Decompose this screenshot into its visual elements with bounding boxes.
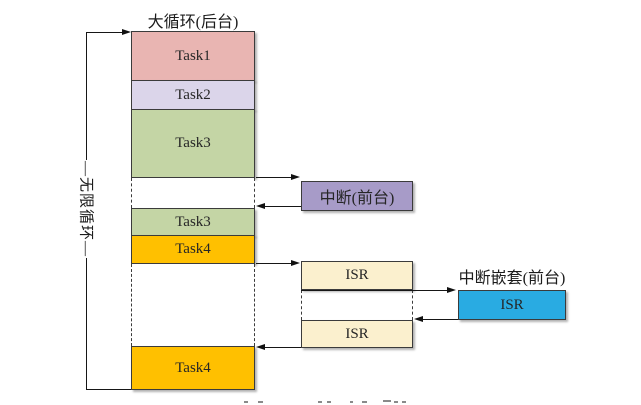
loop-top-arrowhead-icon bbox=[122, 29, 131, 35]
task3-to-interrupt-arrowhead-icon bbox=[291, 174, 300, 180]
task3-resumed-label: Task3 bbox=[175, 213, 211, 230]
nested-return-arrowhead-icon bbox=[414, 316, 423, 322]
nested-isr-box: ISR bbox=[458, 290, 566, 320]
task3-box: Task3 bbox=[131, 109, 255, 178]
task4-resumed-label: Task4 bbox=[175, 359, 211, 376]
task1-label: Task1 bbox=[175, 47, 211, 64]
isr-gap-right-dash bbox=[412, 290, 413, 320]
task4-resumed-box: Task4 bbox=[131, 346, 255, 390]
isr2-box: ISR bbox=[301, 320, 413, 348]
nested-isr-label: ISR bbox=[500, 296, 524, 313]
isr-to-nested-line bbox=[301, 290, 448, 291]
isr-return-arrowhead-icon bbox=[256, 344, 265, 350]
isr-to-nested-arrowhead-icon bbox=[447, 287, 456, 293]
interrupt-return-line bbox=[264, 206, 301, 207]
nested-interrupt-title: 中断嵌套(前台) bbox=[458, 270, 566, 287]
task3-to-interrupt-line bbox=[256, 177, 292, 178]
task2-box: Task2 bbox=[131, 80, 255, 110]
interrupt-foreground-box: 中断(前台) bbox=[301, 181, 413, 211]
interrupt-return-arrowhead-icon bbox=[256, 203, 265, 209]
loop-bottom-line bbox=[86, 389, 132, 390]
interrupt-foreground-label: 中断(前台) bbox=[319, 190, 395, 207]
task3-resumed-box: Task3 bbox=[131, 208, 255, 236]
task4-to-isr-arrowhead-icon bbox=[291, 260, 300, 266]
column-suspended-gap-2 bbox=[131, 264, 255, 346]
infinite-loop-label: —无限循环— bbox=[76, 159, 98, 259]
task1-box: Task1 bbox=[131, 31, 255, 81]
task4-box: Task4 bbox=[131, 235, 255, 264]
isr2-label: ISR bbox=[345, 325, 369, 342]
big-loop-title: 大循环(后台) bbox=[147, 14, 239, 31]
isr1-label: ISR bbox=[345, 267, 369, 283]
isr1-box: ISR bbox=[301, 261, 413, 290]
task3-label: Task3 bbox=[175, 135, 211, 151]
task4-label: Task4 bbox=[175, 241, 211, 257]
nested-return-line bbox=[422, 319, 458, 320]
column-suspended-gap-1 bbox=[131, 178, 255, 208]
isr-gap-left-dash bbox=[301, 290, 302, 320]
isr-return-line bbox=[264, 347, 301, 348]
loop-top-line bbox=[86, 32, 123, 33]
task4-to-isr-line bbox=[256, 263, 292, 264]
task2-label: Task2 bbox=[175, 86, 211, 103]
